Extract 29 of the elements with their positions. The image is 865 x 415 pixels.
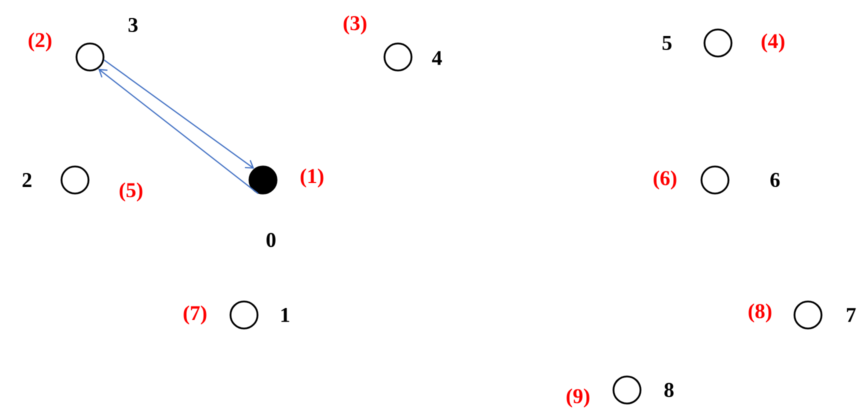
circle-node xyxy=(704,28,732,58)
index-label: (1) xyxy=(300,168,324,188)
circle-node xyxy=(384,42,412,72)
circle-node xyxy=(794,300,822,330)
circle-node xyxy=(60,166,90,194)
circle-node xyxy=(700,166,730,194)
number-label: 3 xyxy=(128,18,138,32)
index-label: (3) xyxy=(344,15,366,35)
index-label: (2) xyxy=(28,32,52,52)
index-label: (5) xyxy=(120,182,142,202)
index-label: (6) xyxy=(654,170,676,190)
index-label: (7) xyxy=(184,305,206,324)
number-label: 4 xyxy=(432,51,442,65)
number-label: 2 xyxy=(22,173,32,187)
index-label: (4) xyxy=(762,33,784,53)
number-label: 7 xyxy=(846,308,856,322)
arrow xyxy=(104,60,254,169)
arrow xyxy=(98,68,258,194)
index-label: (9) xyxy=(566,388,590,408)
number-label: 0 xyxy=(266,232,276,248)
circle-node xyxy=(230,300,258,330)
circle-node xyxy=(612,376,642,404)
filled-circle-node xyxy=(248,166,278,194)
number-label: 5 xyxy=(662,36,672,50)
circle-node xyxy=(76,42,104,72)
number-label: 8 xyxy=(664,382,674,398)
index-label: (8) xyxy=(748,303,772,322)
number-label: 1 xyxy=(281,308,290,322)
number-label: 6 xyxy=(770,172,780,188)
